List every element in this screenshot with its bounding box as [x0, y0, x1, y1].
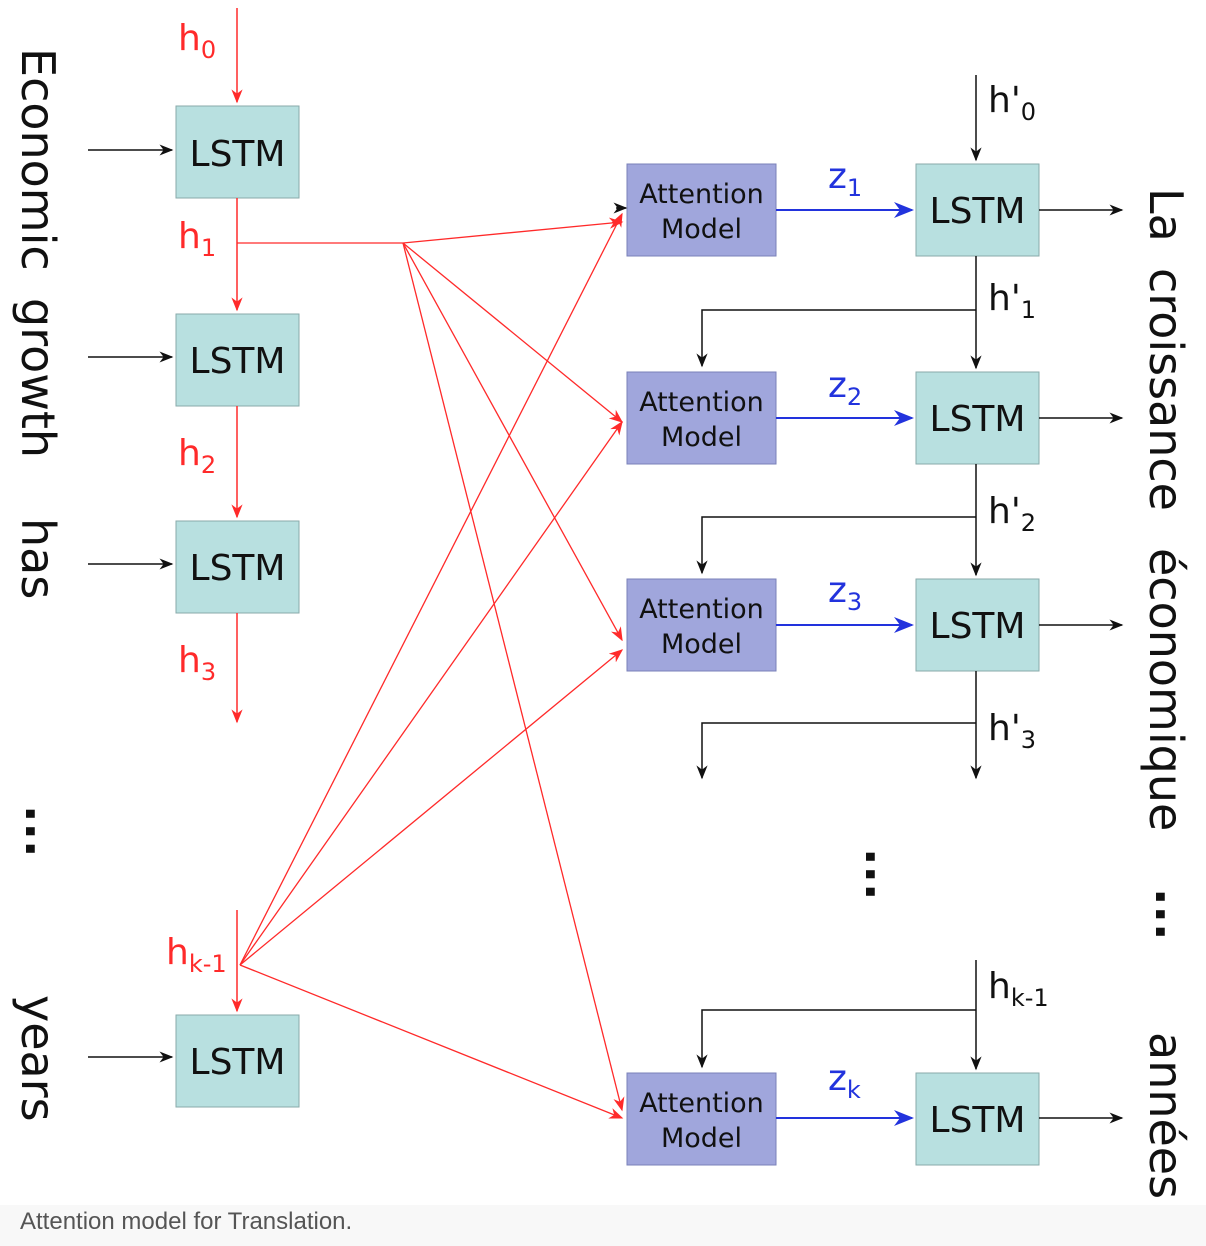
encoder-lstm-4: LSTM: [175, 1014, 300, 1108]
decoder-state-hk1: hk-1: [988, 966, 1049, 1012]
encoder-state-h2: h2: [178, 433, 216, 479]
encoder-lstm-4-label: LSTM: [190, 1042, 286, 1083]
h1-to-attention-2: [402, 242, 624, 423]
input-word-economic: Economic: [11, 48, 65, 271]
input-word-growth: growth: [11, 298, 65, 458]
attention-model-2: Attention Model: [626, 371, 777, 465]
feedback-branch-2: [696, 516, 976, 575]
attention-model-3: Attention Model: [626, 578, 777, 672]
decoder-lstm-2: LSTM: [915, 371, 1040, 465]
attention-model-1: Attention Model: [626, 163, 777, 257]
context-zk: zk: [828, 1058, 861, 1104]
input-word-has: has: [11, 518, 65, 599]
encoder-lstm-1-label: LSTM: [190, 134, 286, 175]
encoder-state-hk1: hk-1: [166, 932, 227, 978]
input-ellipsis: ...: [15, 805, 69, 857]
context-z3: z3: [828, 570, 862, 616]
decoder-lstm-4-label: LSTM: [930, 1100, 1026, 1141]
attention-diagram: Economic growth has ... years LSTM LSTM …: [11, 8, 1199, 1199]
hk1-to-attention-3: [239, 649, 624, 966]
hk1-to-attention-4: [239, 964, 624, 1119]
decoder-state-h2: h'2: [988, 491, 1036, 537]
context-z2: z2: [828, 365, 862, 411]
attention-model-4-line1: Attention: [639, 1088, 764, 1119]
decoder-lstm-3: LSTM: [915, 578, 1040, 672]
figure-caption: Attention model for Translation.: [20, 1208, 353, 1235]
decoder-middle-ellipsis: ...: [855, 848, 909, 900]
output-word-la: La: [1139, 188, 1193, 242]
output-word-economique: économique: [1139, 548, 1193, 831]
hk1-to-attention-2: [239, 420, 623, 966]
context-z1: z1: [828, 156, 862, 202]
encoder-lstm-3: LSTM: [175, 520, 300, 614]
attention-model-4-line2: Model: [661, 1123, 742, 1154]
hk1-to-attention-1: [239, 212, 623, 966]
output-word-croissance: croissance: [1139, 268, 1193, 511]
decoder-lstm-2-label: LSTM: [930, 399, 1026, 440]
h1-to-attention-3: [402, 242, 623, 642]
encoder-lstm-1: LSTM: [175, 105, 300, 199]
decoder-state-h0: h'0: [988, 80, 1036, 126]
encoder-lstm-2-label: LSTM: [190, 341, 286, 382]
h1-to-attention-4: [402, 242, 625, 1112]
decoder-state-h3: h'3: [988, 708, 1036, 754]
feedback-branch-4: [696, 1009, 976, 1069]
attention-model-1-line1: Attention: [639, 179, 764, 210]
output-word-annees: années: [1139, 1032, 1193, 1199]
input-word-years: years: [11, 995, 65, 1122]
caption-bar: [0, 1205, 1206, 1246]
encoder-state-h0: h0: [178, 18, 216, 64]
attention-model-2-line1: Attention: [639, 387, 764, 418]
attention-model-2-line2: Model: [661, 422, 742, 453]
encoder-state-h1: h1: [178, 216, 216, 262]
decoder-lstm-3-label: LSTM: [930, 606, 1026, 647]
attention-model-1-line2: Model: [661, 214, 742, 245]
feedback-branch-1: [696, 309, 976, 368]
decoder-lstm-1: LSTM: [915, 163, 1040, 257]
decoder-lstm-4: LSTM: [915, 1072, 1040, 1166]
output-ellipsis: ...: [1145, 888, 1199, 940]
encoder-lstm-3-label: LSTM: [190, 548, 286, 589]
feedback-branch-3: [696, 722, 976, 780]
attention-model-4: Attention Model: [626, 1072, 777, 1166]
encoder-lstm-2: LSTM: [175, 313, 300, 407]
decoder-state-h1: h'1: [988, 278, 1036, 324]
h1-to-attention-1: [402, 217, 624, 244]
decoder-lstm-1-label: LSTM: [930, 191, 1026, 232]
attention-model-3-line2: Model: [661, 629, 742, 660]
attention-model-3-line1: Attention: [639, 594, 764, 625]
encoder-state-h3: h3: [178, 640, 216, 686]
